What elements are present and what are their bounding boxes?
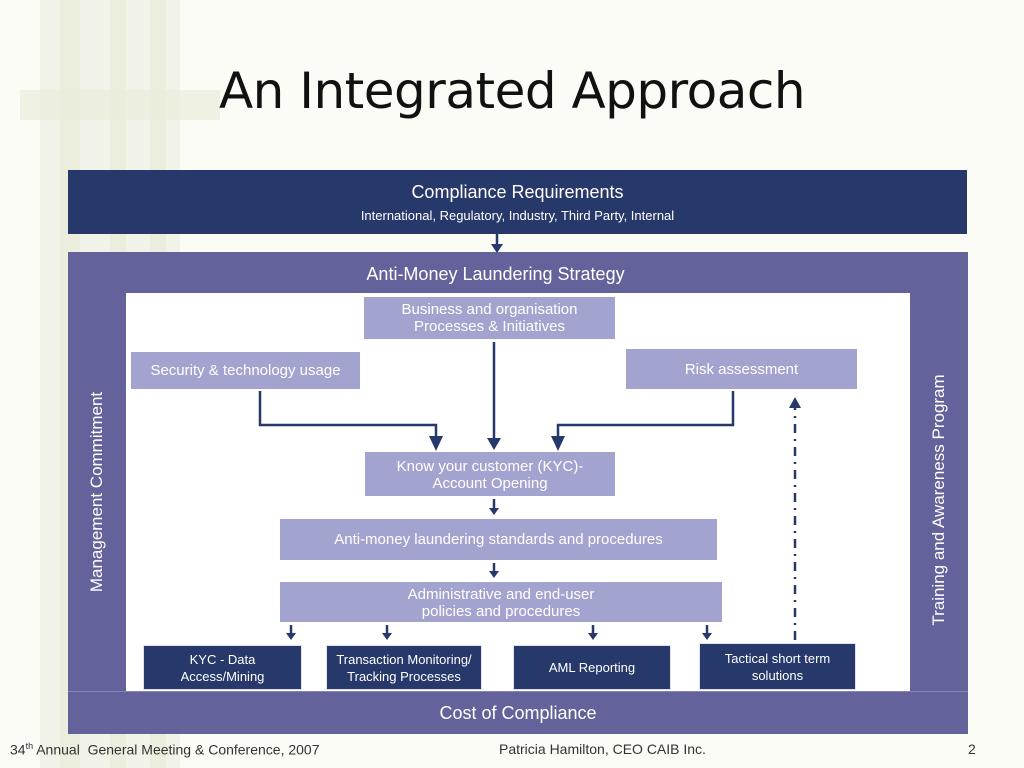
kyc-data-line2: Access/Mining — [180, 668, 265, 684]
transaction-line2: Tracking Processes — [347, 668, 461, 684]
admin-policies-box: Administrative and end-user policies and… — [280, 582, 722, 622]
aml-reporting-label: AML Reporting — [548, 660, 636, 675]
business-processes-box: Business and organisation Processes & In… — [364, 297, 615, 339]
security-label: Security & technology usage — [150, 362, 341, 379]
strategy-title: Anti-Money Laundering Strategy — [366, 264, 625, 284]
kyc-data-mining-box: KYC - Data Access/Mining — [143, 645, 302, 690]
transaction-line1: Transaction Monitoring/ — [336, 651, 472, 667]
transaction-monitoring-box: Transaction Monitoring/ Tracking Process… — [326, 645, 482, 690]
cost-of-compliance: Cost of Compliance — [68, 691, 968, 734]
compliance-subtitle: International, Regulatory, Industry, Thi… — [360, 208, 675, 223]
aml-standards-box: Anti-money laundering standards and proc… — [280, 519, 717, 560]
footer-presenter: Patricia Hamilton, CEO CAIB Inc. — [499, 741, 706, 757]
admin-line2: policies and procedures — [421, 603, 581, 620]
compliance-title: Compliance Requirements — [411, 182, 624, 202]
footer-sup: th — [25, 741, 34, 751]
business-line2: Processes & Initiatives — [414, 318, 565, 335]
admin-line1: Administrative and end-user — [407, 586, 595, 603]
compliance-requirements-box: Compliance Requirements International, R… — [68, 170, 967, 234]
business-line1: Business and organisation — [401, 301, 578, 318]
footer-event: 34th Annual General Meeting & Conference… — [10, 741, 320, 758]
training-awareness-label: Training and Awareness Program — [929, 374, 948, 626]
management-commitment-label: Management Commitment — [87, 391, 106, 593]
aml-standards-label: Anti-money laundering standards and proc… — [334, 531, 663, 548]
risk-assessment-box: Risk assessment — [626, 349, 857, 389]
kyc-line1: Know your customer (KYC)- — [396, 458, 584, 475]
tactical-line2: solutions — [751, 667, 804, 683]
kyc-line2: Account Opening — [432, 475, 548, 492]
footer-event-text: Annual General Meeting & Conference, 200… — [33, 741, 320, 758]
aml-reporting-box: AML Reporting — [513, 645, 671, 690]
page-number: 2 — [968, 741, 976, 757]
risk-label: Risk assessment — [684, 361, 799, 378]
slide-title: An Integrated Approach — [218, 62, 806, 120]
tactical-line1: Tactical short term — [724, 650, 831, 666]
security-technology-box: Security & technology usage — [131, 352, 360, 389]
kyc-data-line1: KYC - Data — [189, 651, 256, 667]
footer-num: 34 — [10, 741, 26, 758]
tactical-solutions-box: Tactical short term solutions — [699, 643, 856, 690]
kyc-account-opening-box: Know your customer (KYC)- Account Openin… — [365, 452, 615, 496]
